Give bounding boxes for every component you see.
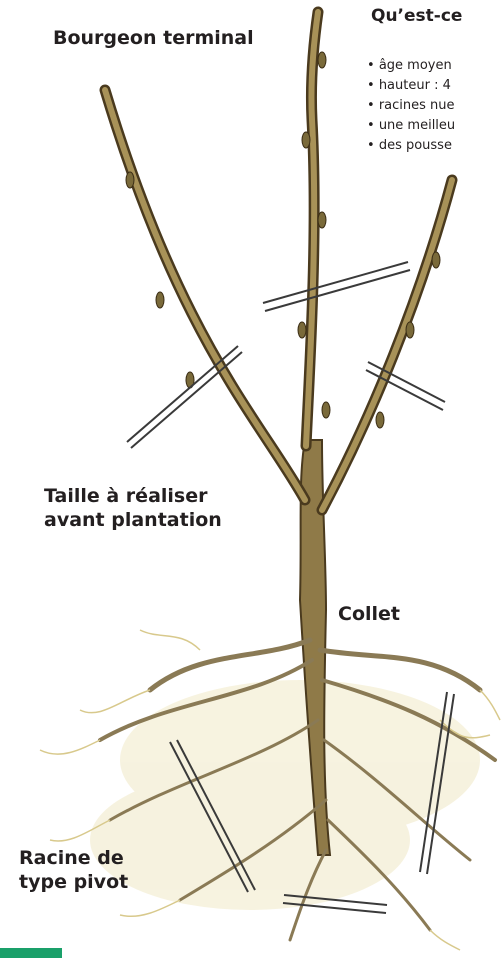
sidebar-bullet: racines nue — [367, 96, 455, 116]
left-branch-highlight — [105, 90, 305, 500]
taproot-label-line-2: type pivot — [19, 870, 128, 894]
pruning-label-line-1: Taille à réaliser — [44, 484, 222, 508]
taproot-label: Racine de type pivot — [19, 846, 128, 894]
accent-bar — [0, 948, 62, 958]
sidebar-bullet: hauteur : 4 — [367, 76, 455, 96]
terminal-bud-label: Bourgeon terminal — [53, 26, 254, 50]
pruning-label-line-2: avant plantation — [44, 508, 222, 532]
collar-label: Collet — [338, 602, 400, 626]
sidebar-bullet: âge moyen — [367, 56, 455, 76]
sidebar-bullet-list: âge moyen hauteur : 4 racines nue une me… — [367, 56, 455, 156]
right-branch — [322, 180, 452, 510]
left-branch — [105, 90, 305, 500]
pruning-label: Taille à réaliser avant plantation — [44, 484, 222, 532]
taproot-label-line-1: Racine de — [19, 846, 128, 870]
sidebar-bullet: une meilleu — [367, 116, 455, 136]
sidebar-bullet: des pousse — [367, 136, 455, 156]
sidebar-heading: Qu’est-ce — [371, 6, 462, 26]
